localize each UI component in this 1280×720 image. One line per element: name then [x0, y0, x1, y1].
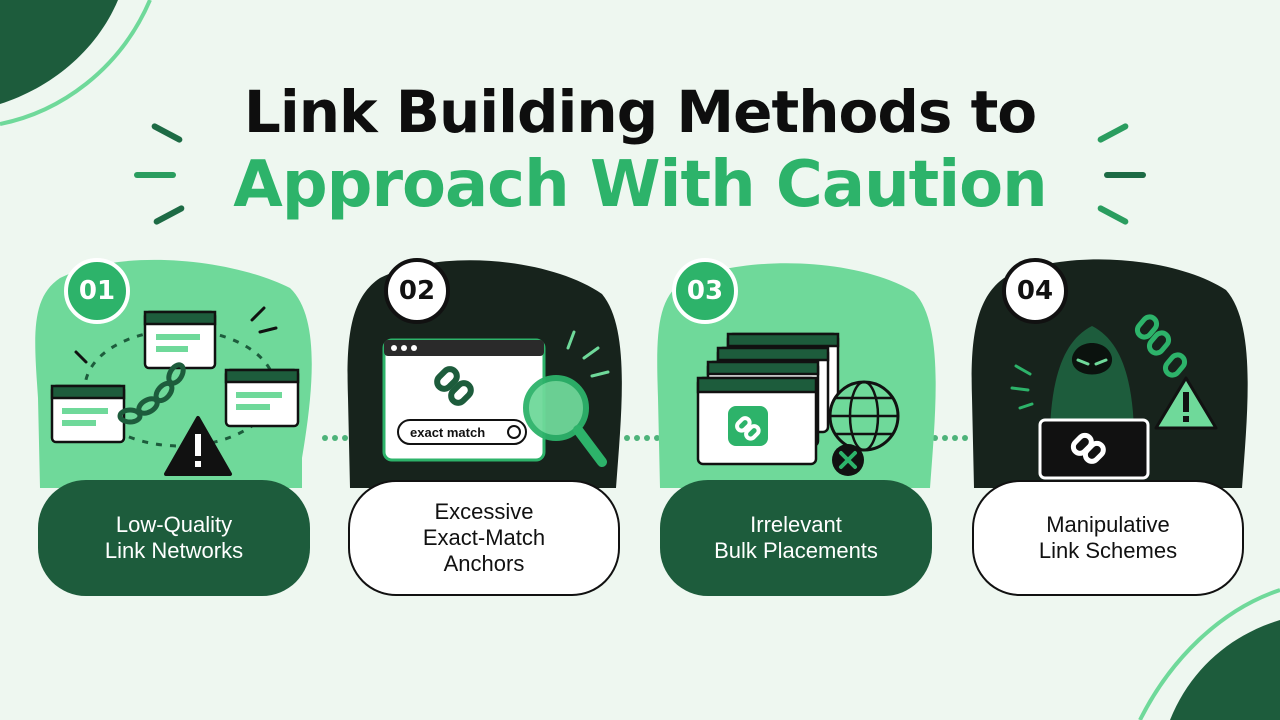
step-card-1: 01 Low-Quality Link Networks	[30, 248, 320, 608]
step-card-3: 03 Irrelevant Bulk Placements	[652, 248, 942, 608]
step-number-badge: 02	[384, 258, 450, 324]
step-card-2: exact match 02 Excessive Exact-Match Anc…	[340, 248, 630, 608]
anchor-search-icon: exact match	[382, 330, 610, 467]
chain-network-warning-icon	[50, 306, 300, 476]
step-label: Irrelevant Bulk Placements	[660, 480, 932, 596]
corner-decoration-bottom-right	[1138, 588, 1280, 720]
step-label: Manipulative Link Schemes	[972, 480, 1244, 596]
connector-dots-3	[932, 426, 976, 441]
exact-match-text: exact match	[410, 425, 485, 440]
step-number-badge: 03	[672, 258, 738, 324]
step-number-badge: 01	[64, 258, 130, 324]
step-label: Excessive Exact-Match Anchors	[348, 480, 620, 596]
step-label: Low-Quality Link Networks	[38, 480, 310, 596]
step-card-4: 04 Manipulative Link Schemes	[964, 248, 1254, 608]
bulk-pages-globe-icon	[696, 332, 900, 476]
corner-decoration-top-left	[0, 0, 152, 126]
step-number-badge: 04	[1002, 258, 1068, 324]
hacker-laptop-icon	[1010, 314, 1218, 480]
title-line-1: Link Building Methods to	[243, 78, 1037, 146]
title-line-2: Approach With Caution	[233, 148, 1047, 222]
connector-dots-2	[624, 426, 668, 441]
